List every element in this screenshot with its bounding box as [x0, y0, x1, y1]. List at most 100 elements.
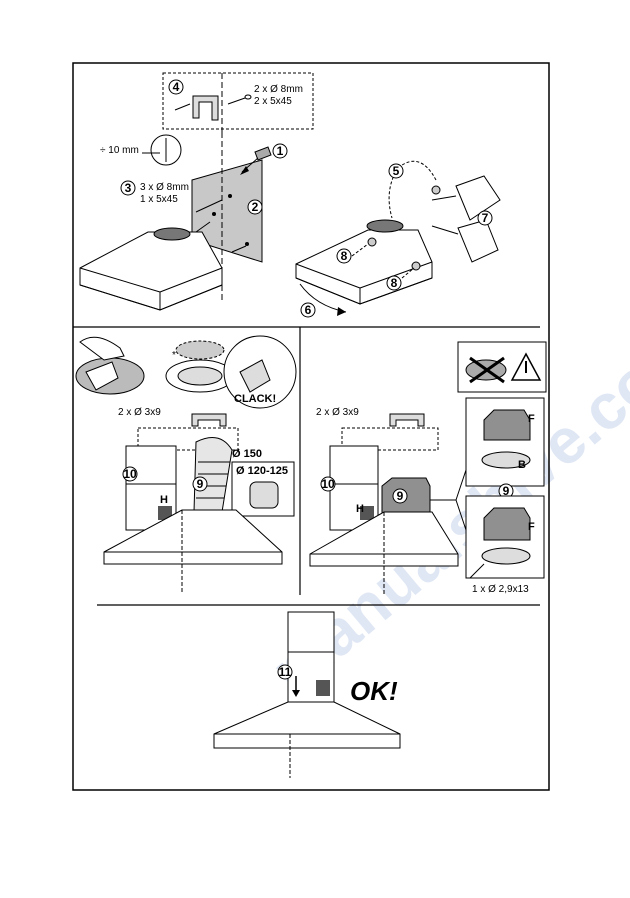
- step4-detail-box: [162, 72, 314, 130]
- reducer-ring: [249, 481, 279, 509]
- step11-arrowhead: [292, 690, 300, 697]
- f-label-top: F: [528, 413, 535, 425]
- step7-marker: [477, 210, 493, 226]
- step10-marker-left: [122, 466, 138, 482]
- step6-number: 6: [305, 303, 312, 317]
- flex-duct: [193, 437, 233, 513]
- screw-label: 1 x Ø 2,9x13: [472, 584, 529, 595]
- step5-arc: [397, 160, 437, 181]
- step2-number: 2: [252, 200, 259, 214]
- filter-detail-top-ring: [481, 451, 531, 469]
- step3-marker: [120, 180, 136, 196]
- hood-edge-left-b: [159, 267, 223, 293]
- screw-detail-b: [227, 97, 246, 105]
- top-section: 4 2 x Ø 8mm 2 x 5x45 2 3 3 x Ø 8mm 1 x 5…: [79, 72, 501, 318]
- step8b-number: 8: [391, 276, 398, 290]
- step6-marker: [300, 302, 316, 318]
- step6-arrowhead: [337, 307, 346, 316]
- chimney-vent-right: [360, 506, 374, 520]
- warning-cross-b: [469, 356, 505, 384]
- step11-marker: [277, 664, 293, 680]
- step7-leader-b: [431, 225, 459, 235]
- step9-marker-left: [192, 476, 208, 492]
- clack-label: CLACK!: [234, 393, 276, 405]
- step9-number-left: 9: [197, 477, 204, 491]
- chimney-bottom-vent: [316, 680, 330, 696]
- chimney-right: [329, 445, 379, 531]
- step7-detail-a: [455, 175, 501, 221]
- hood-bottom: [213, 701, 401, 749]
- step3-line1: 3 x Ø 8mm: [140, 182, 189, 193]
- screws-label-right: 2 x Ø 3x9: [316, 407, 359, 418]
- step8a-marker: [336, 248, 352, 264]
- step9-marker-right: [392, 488, 408, 504]
- screw-top-b: [195, 221, 211, 233]
- duct150-label: Ø 150: [232, 448, 262, 460]
- clack-clip: [239, 359, 271, 393]
- screw-step5: [431, 185, 441, 195]
- damper-inner: [177, 366, 223, 386]
- hood-hole-b: [411, 261, 421, 271]
- filter-detail-top-shape: [483, 409, 531, 441]
- hole-2: [212, 212, 216, 216]
- step8b-leader: [401, 267, 415, 279]
- protective-film: [85, 361, 119, 391]
- step4-marker: [168, 79, 184, 95]
- step1-marker: [272, 143, 288, 159]
- screws-label-left: 2 x Ø 3x9: [118, 407, 161, 418]
- bracket-dashed-left: [137, 427, 239, 451]
- step4-line1: 2 x Ø 8mm: [254, 84, 303, 95]
- middle-left-section: * CLACK! 2 x Ø 3x9 H 10 9 Ø 150 Ø 120-12…: [75, 335, 297, 592]
- small-screw: [469, 563, 485, 579]
- step2-marker: [247, 199, 263, 215]
- hood-body-right: [295, 229, 433, 305]
- step10-number-right: 10: [321, 477, 335, 491]
- step1-arrowhead: [240, 166, 249, 175]
- step5-number: 5: [393, 164, 400, 178]
- step5-arc-down: [388, 167, 399, 219]
- bracket-left: [191, 413, 227, 427]
- b-label: B: [518, 459, 526, 471]
- step1-number: 1: [277, 144, 284, 158]
- bracket-shape: [192, 95, 219, 121]
- step9b-number: 9: [503, 484, 510, 498]
- hand-shape: [79, 336, 125, 361]
- step8a-leader: [351, 243, 369, 257]
- screw-top-c: [231, 245, 247, 253]
- hole-1: [228, 194, 232, 198]
- chimney-vent-left: [158, 506, 172, 520]
- detail-leader-b: [455, 499, 467, 531]
- step9-number-right: 9: [397, 489, 404, 503]
- screw-top-a: [195, 199, 223, 213]
- plug-detail: [244, 94, 252, 100]
- damper-top: [175, 340, 225, 360]
- hood-edge-left-a: [79, 267, 161, 293]
- hood-edge-right-a: [295, 263, 361, 289]
- hood-outlet-left: [153, 227, 191, 241]
- h-label-left: H: [160, 494, 168, 506]
- damper-star: *: [172, 350, 176, 361]
- step8a-number: 8: [341, 249, 348, 263]
- step10-number-left: 10: [123, 467, 137, 481]
- gap-label: ÷ 10 mm: [100, 145, 139, 156]
- page-frame: [72, 62, 550, 791]
- hood-outlet-right: [366, 219, 404, 233]
- filter-detail-top: [465, 397, 545, 487]
- screw-detail-a: [174, 103, 191, 111]
- bracket-right: [389, 413, 425, 427]
- f-label-bottom: F: [528, 521, 535, 533]
- h-label-right: H: [356, 503, 364, 515]
- bracket-dashed-right: [341, 427, 439, 451]
- step4-line2: 2 x 5x45: [254, 96, 292, 107]
- step5-marker: [388, 163, 404, 179]
- middle-right-section: 2 x Ø 3x9 H 10 9 F B 9 F: [309, 341, 547, 595]
- bottom-section: 11 OK!: [213, 611, 401, 778]
- hole-3: [245, 242, 249, 246]
- filter-detail-bottom-ring: [481, 547, 531, 565]
- marking-tool: [254, 146, 272, 161]
- filter-detail-bottom-shape: [483, 507, 531, 541]
- step7-detail-b: [457, 219, 499, 263]
- hood-hole-a: [367, 237, 377, 247]
